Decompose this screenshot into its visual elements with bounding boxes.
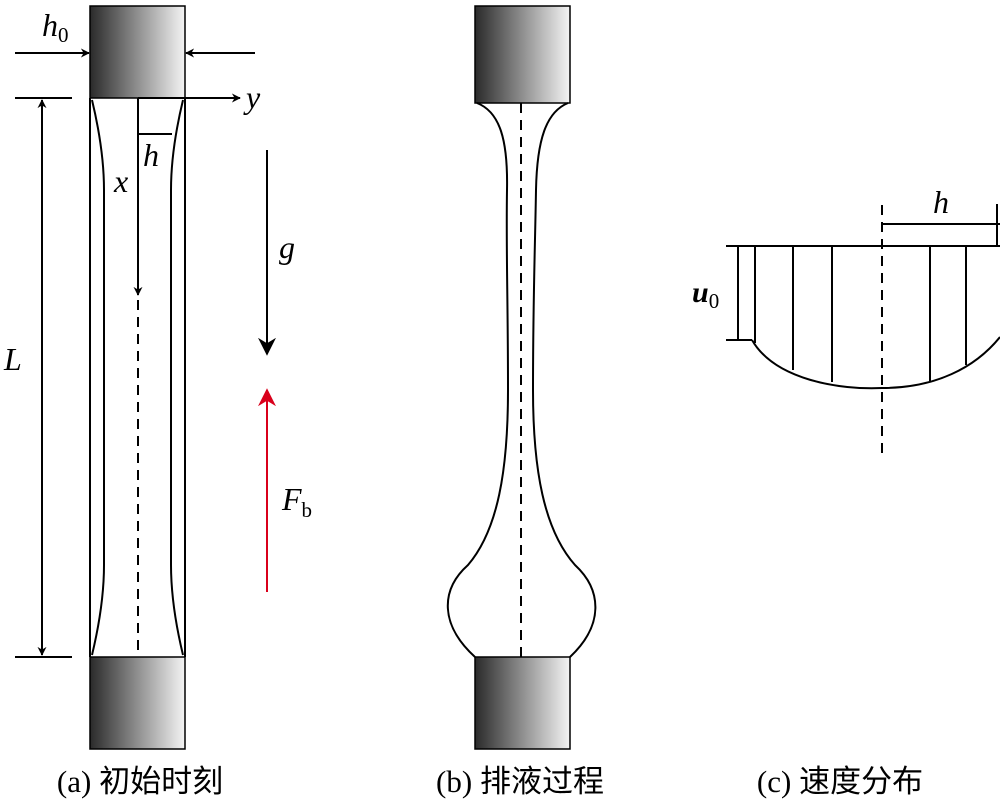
panel-a-initial: h0 y x h L g Fb (a) 初始时刻 [3,5,312,799]
velocity-profile-curve [751,336,1000,390]
label-h: h [143,137,159,173]
panel-b-drainage: (b) 排液过程 [436,5,604,799]
film-inner-right [170,99,184,656]
label-L: L [3,341,22,377]
label-y: y [243,79,261,115]
caption-a: (a) 初始时刻 [57,764,223,799]
bottom-clamp-block [474,656,571,750]
label-h0: h0 [42,7,69,47]
label-x: x [113,163,128,199]
label-u0: u0 [692,276,719,313]
film-inner-left [91,99,105,656]
bottom-clamp-block [89,656,186,750]
label-Fb: Fb [281,481,312,522]
label-g: g [279,229,295,265]
film-profile-left [446,102,510,658]
panel-c-velocity: h u0 (c) 速度分布 [692,184,1000,799]
caption-c: (c) 速度分布 [757,764,923,799]
label-h-c: h [933,184,949,220]
caption-b: (b) 排液过程 [436,764,604,799]
top-clamp-block [89,5,186,99]
film-profile-right [531,102,597,658]
top-clamp-block [474,5,571,104]
